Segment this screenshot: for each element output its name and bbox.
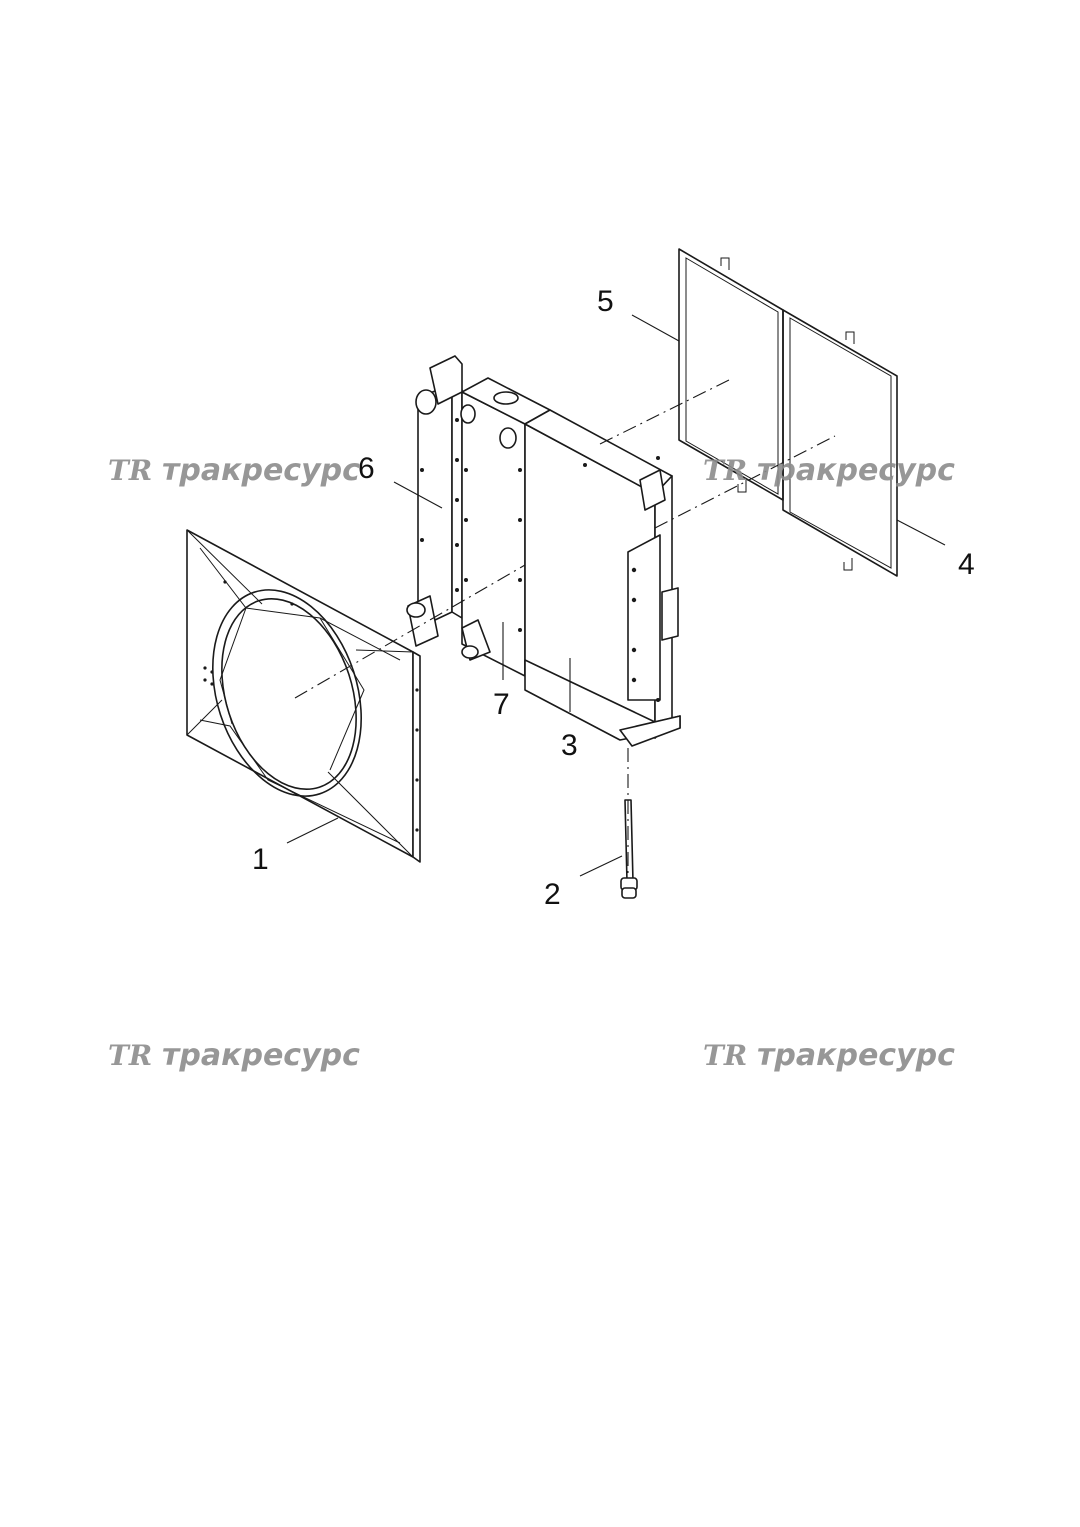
callout-2: 2 [544,878,561,911]
part-2-mount-bolt [620,799,638,899]
watermark-logo: TR [108,454,152,487]
callout-5: 5 [597,285,614,318]
part-1-fan-shroud [186,529,421,863]
watermark-text: тракресурс [162,1038,360,1073]
callout-6: 6 [358,452,375,485]
part-6-left-tank [406,355,463,647]
watermark-logo: TR [703,454,747,487]
callout-7: 7 [493,688,510,721]
watermark-top-left: TR тракресурс [108,453,360,488]
callout-1: 1 [252,843,269,876]
part-4-screen-frame [782,309,898,577]
leader-lines [286,314,946,877]
part-3-radiator [524,409,681,747]
watermark-bottom-right: TR тракресурс [703,1038,955,1073]
alignment-lines [294,377,836,876]
watermark-bottom-left: TR тракресурс [108,1038,360,1073]
watermark-text: тракресурс [757,1038,955,1073]
watermark-logo: TR [703,1039,747,1072]
part-7-middle-core [460,377,551,677]
callout-4: 4 [958,548,975,581]
watermark-top-right: TR тракресурс [703,453,955,488]
watermark-text: тракресурс [162,453,360,488]
watermark-logo: TR [108,1039,152,1072]
watermark-text: тракресурс [757,453,955,488]
callout-3: 3 [561,729,578,762]
